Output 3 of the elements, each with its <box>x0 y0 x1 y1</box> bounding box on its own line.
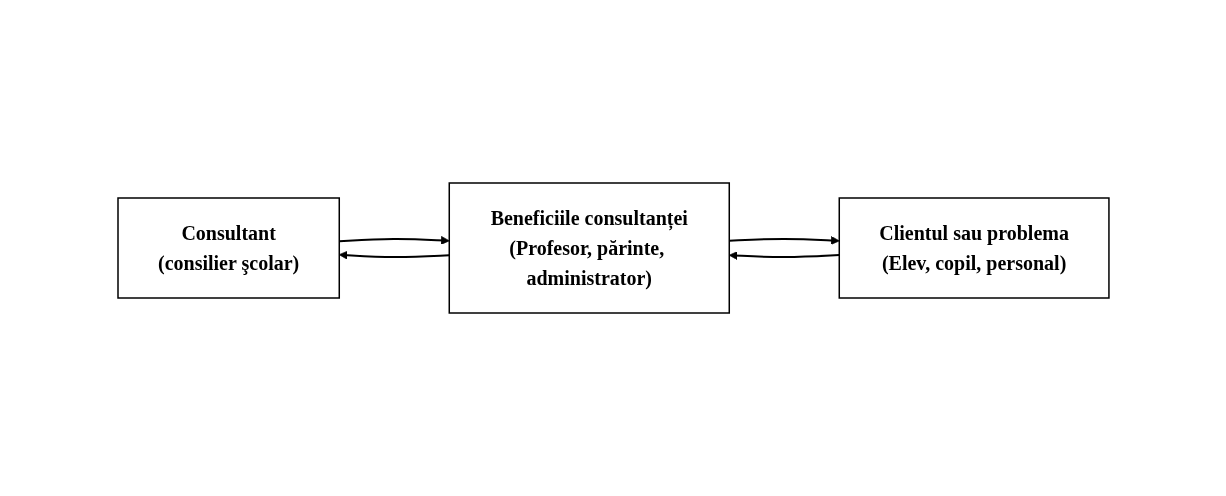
node-box: Consultant (consilier şcolar) <box>116 197 340 299</box>
node-box: Clientul sau problema (Elev, copil, personal) <box>838 197 1110 299</box>
node-box: Beneficiile consultanței (Profesor, părinte, administrator) <box>448 182 730 314</box>
